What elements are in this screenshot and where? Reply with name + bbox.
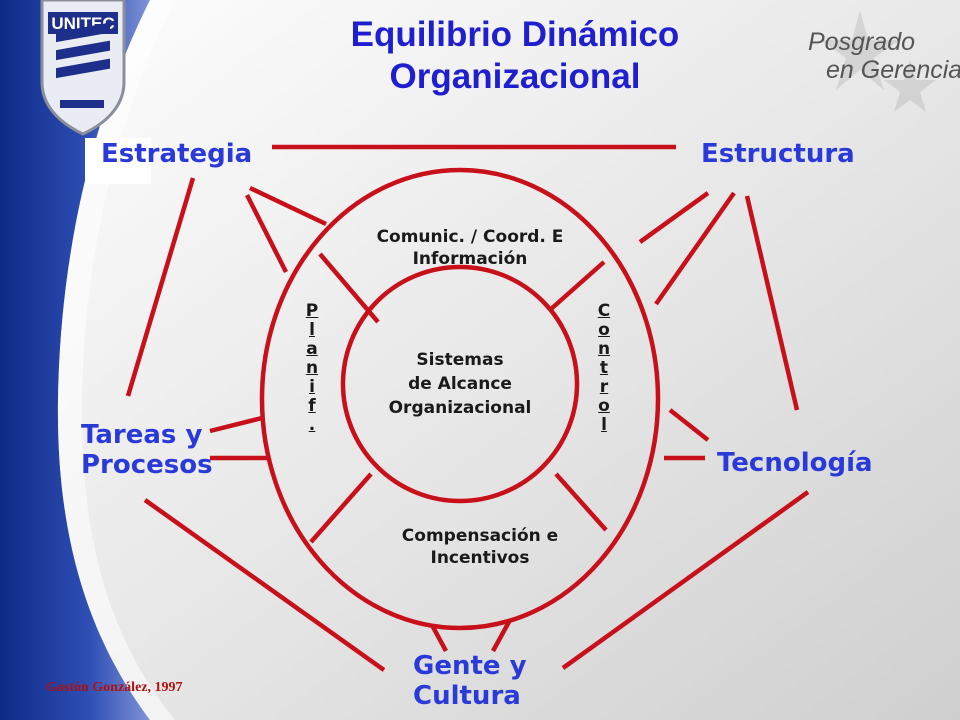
ring-label-planif: P l a n i f . (302, 302, 322, 435)
planif-letter: a (306, 339, 318, 359)
title-line-1: Equilibrio Dinámico (350, 15, 680, 54)
planif-letter: n (305, 358, 319, 378)
control-letter: t (599, 358, 609, 378)
title-line-2: Organizacional (389, 57, 641, 96)
inner-circle (340, 264, 580, 504)
node-estrategia: Estrategia (101, 139, 253, 169)
planif-letter: . (308, 415, 316, 435)
ring-bottom-line-1: Compensación e (401, 526, 559, 546)
control-letter: o (598, 320, 610, 340)
brand-line-1: Posgrado (808, 28, 916, 56)
unitec-logo-icon: UNITEC (40, 0, 126, 136)
connector-lines (125, 144, 810, 672)
star-pattern-icon (820, 10, 936, 112)
control-letter: n (597, 339, 611, 359)
brand-line-2: en Gerencia (826, 56, 960, 84)
ring-top-line-2: Información (412, 249, 528, 269)
planif-letter: i (309, 377, 315, 397)
ring-top-line-1: Comunic. / Coord. E (376, 227, 564, 247)
center-label: Sistemas de Alcance Organizacional (360, 348, 560, 420)
planif-letter: l (309, 320, 315, 340)
control-letter: C (597, 301, 611, 321)
control-letter: o (598, 396, 610, 416)
center-line-3: Organizacional (388, 398, 532, 418)
node-tareas-procesos: Tareas y Procesos (81, 420, 213, 480)
control-letter: l (601, 415, 607, 435)
node-tareas-line-2: Procesos (81, 450, 213, 480)
label-patch (85, 138, 151, 184)
author-credit: Gastón González, 1997 (46, 680, 183, 695)
ring-bottom-line-2: Incentivos (430, 548, 530, 568)
node-gente-line-1: Gente y (413, 651, 527, 681)
ring-label-compensacion: Compensación e Incentivos (350, 525, 610, 569)
node-gente-cultura: Gente y Cultura (413, 651, 527, 711)
ring-label-control: C o n t r o l (594, 302, 614, 435)
planif-letter: f (308, 396, 316, 416)
blue-swoosh (0, 0, 150, 720)
node-estructura: Estructura (701, 139, 855, 169)
page-title: Equilibrio Dinámico Organizacional (280, 14, 750, 98)
center-line-2: de Alcance (408, 374, 512, 394)
node-gente-line-2: Cultura (413, 681, 521, 711)
node-tareas-line-1: Tareas y (81, 420, 203, 450)
ring-label-comunicacion: Comunic. / Coord. E Información (340, 226, 600, 270)
brand-posgrado: Posgrado en Gerencia (808, 28, 960, 84)
control-letter: r (599, 377, 609, 397)
node-tecnologia: Tecnología (717, 448, 873, 478)
outer-ring (259, 167, 661, 631)
planif-letter: P (305, 301, 319, 321)
center-line-1: Sistemas (416, 350, 504, 370)
